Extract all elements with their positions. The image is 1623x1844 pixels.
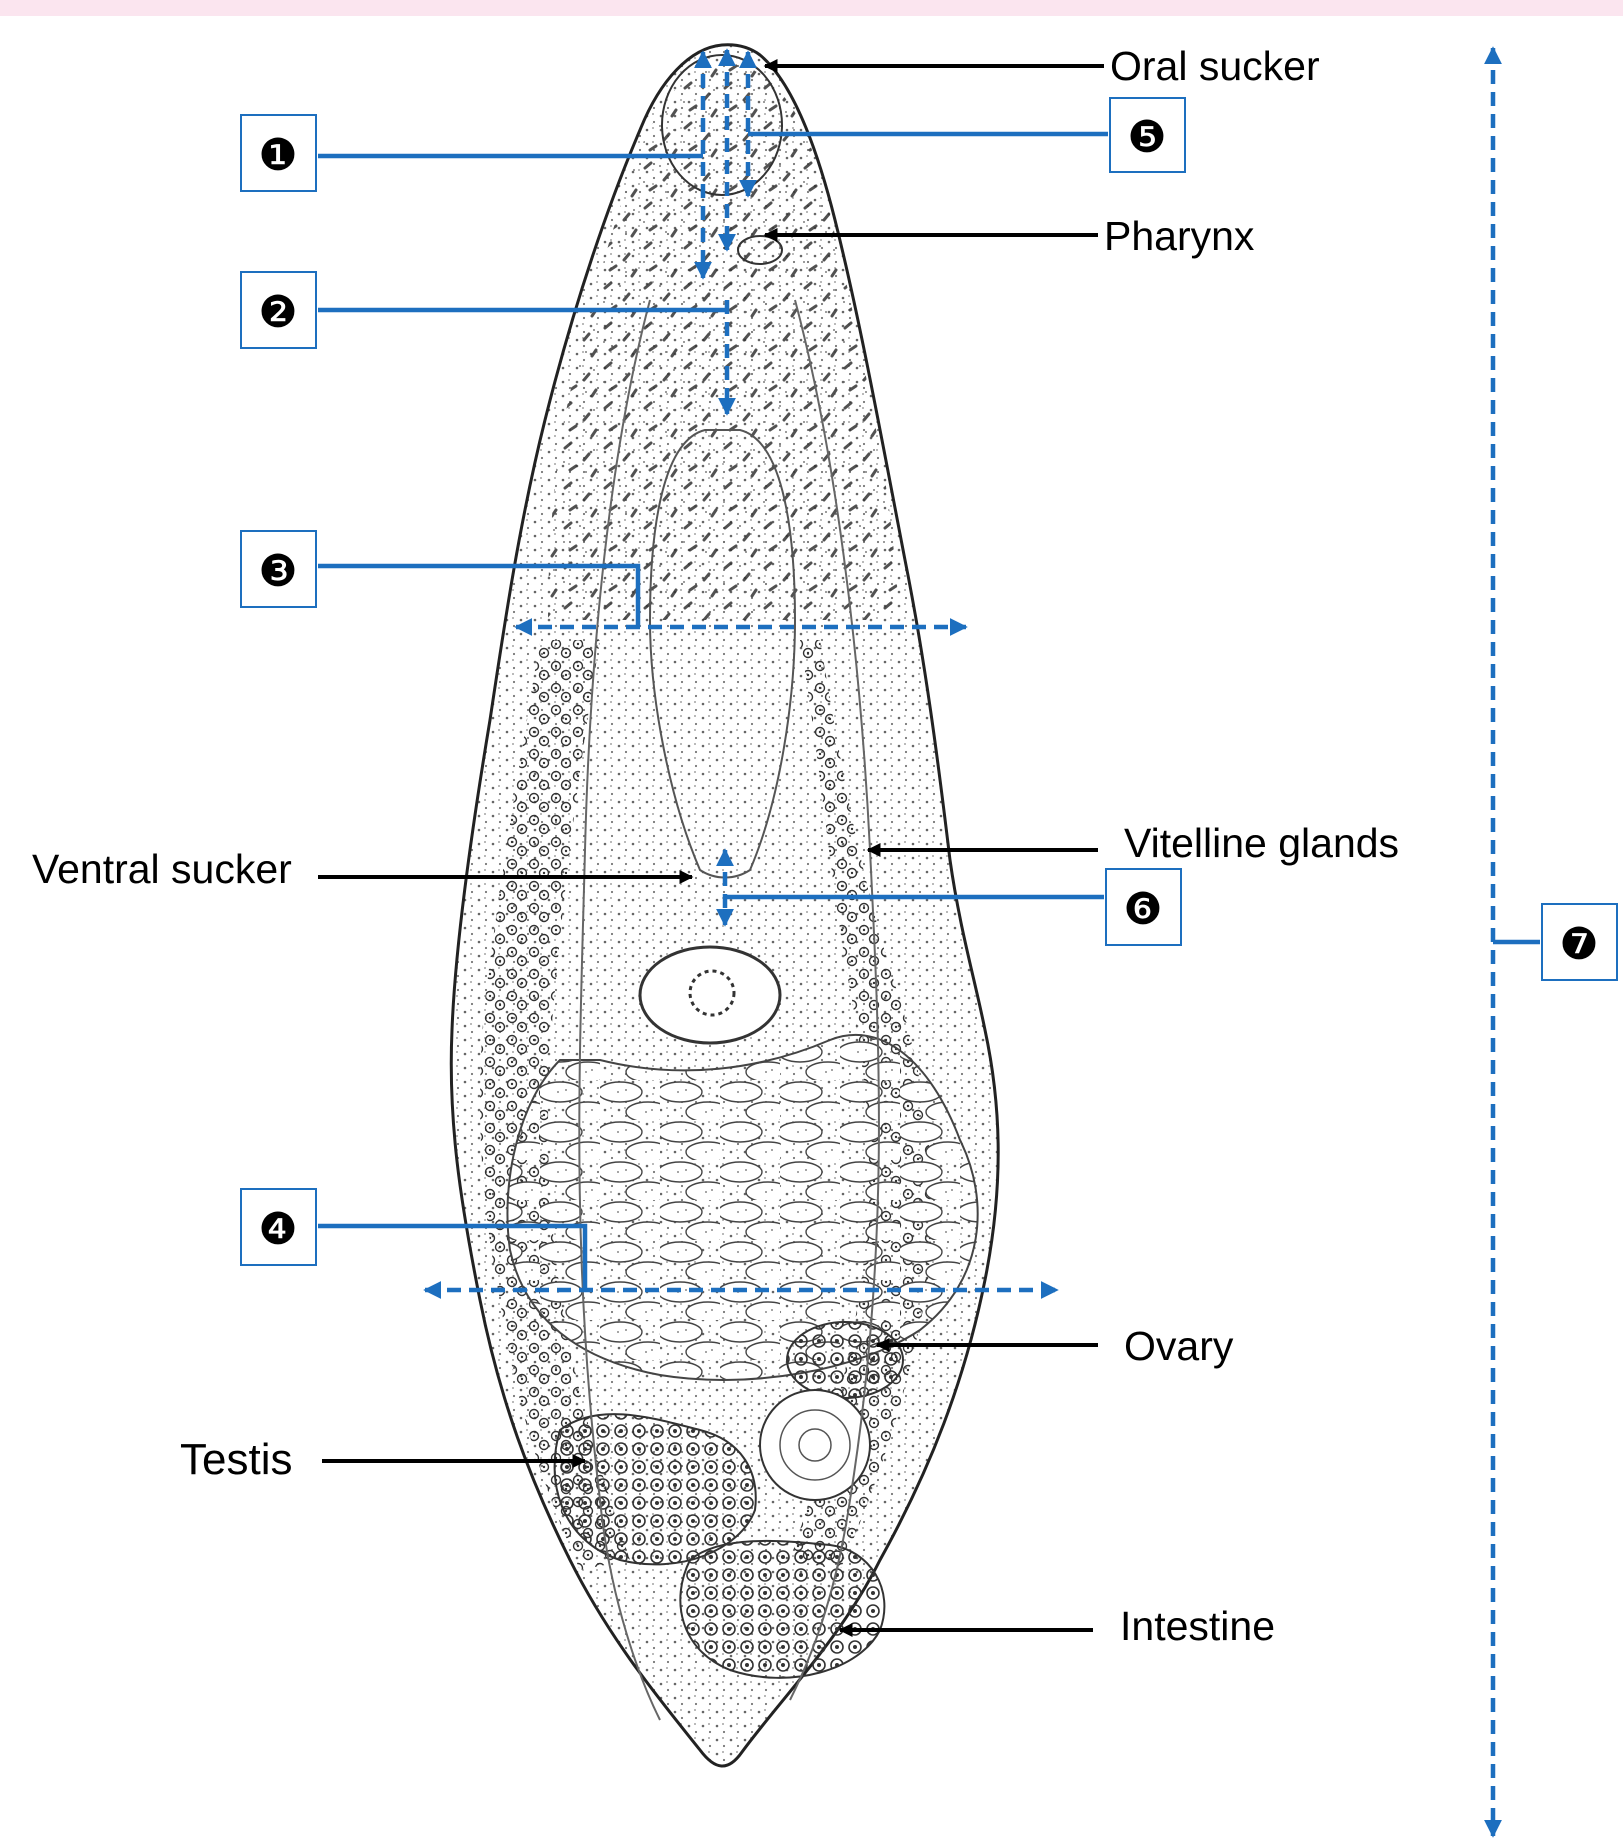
- label-ovary: Ovary: [1124, 1323, 1234, 1369]
- ovary-shape: [787, 1322, 903, 1398]
- marker-1: ❶: [241, 115, 316, 191]
- uterus-eggs: [507, 1035, 977, 1380]
- marker-2-text: ❷: [258, 287, 297, 338]
- ventral-sucker-shape: [640, 947, 780, 1043]
- label-vitelline-glands: Vitelline glands: [1124, 820, 1399, 866]
- marker-4-text: ❹: [258, 1204, 297, 1255]
- marker-7: ❼: [1542, 904, 1617, 980]
- label-testis: Testis: [180, 1435, 292, 1484]
- marker-7-text: ❼: [1559, 919, 1598, 970]
- label-intestine: Intestine: [1120, 1603, 1275, 1649]
- marker-5: ❺: [1110, 98, 1185, 172]
- marker-3: ❸: [241, 531, 316, 607]
- marker-6-text: ❻: [1123, 884, 1162, 935]
- marker-1-text: ❶: [258, 130, 297, 181]
- label-oral-sucker: Oral sucker: [1110, 43, 1320, 89]
- marker-5-text: ❺: [1127, 112, 1166, 163]
- testis-posterior: [680, 1541, 884, 1678]
- marker-6: ❻: [1106, 869, 1181, 945]
- marker-4: ❹: [241, 1189, 316, 1265]
- marker-3-text: ❸: [258, 546, 297, 597]
- label-pharynx: Pharynx: [1104, 213, 1255, 259]
- label-ventral-sucker: Ventral sucker: [32, 846, 292, 892]
- anterior-tegument: [548, 60, 900, 620]
- marker-2: ❷: [241, 272, 316, 348]
